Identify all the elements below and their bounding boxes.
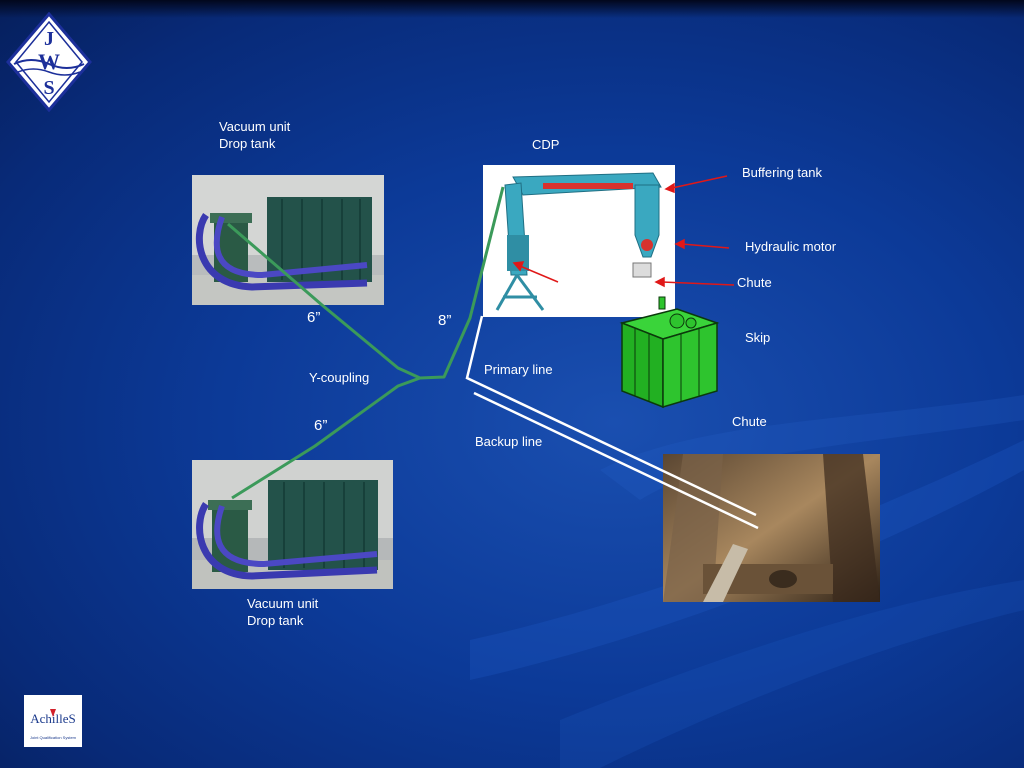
label-vacuum-unit-top: Vacuum unit Drop tank [219, 119, 291, 151]
backup-line-pipe [473, 391, 759, 530]
jws-logo: J W S [6, 11, 92, 113]
top-shadow-bar [0, 0, 1024, 18]
cdp-crane-image [483, 165, 675, 317]
label-hose-size-6-top: 6” [307, 309, 321, 326]
label-vacuum-unit-bottom: Vacuum unit Drop tank [247, 596, 319, 628]
primary-line-pipe [465, 315, 757, 517]
label-cdp: CDP [532, 137, 560, 152]
label-hose-size-8: 8” [438, 312, 452, 329]
jws-diamond-logo-icon: J W S [6, 11, 92, 113]
photo-cdp-unit [483, 165, 675, 317]
skip-image [617, 295, 722, 412]
arrow-head-icon [654, 276, 665, 288]
arrow-buffering-tank [671, 175, 728, 189]
vacuum-unit-image [192, 175, 384, 305]
arrow-head-icon [664, 182, 675, 194]
achilles-badge: AchilleS Joint Qualification System [24, 695, 82, 747]
logo-letter-w: W [38, 49, 60, 74]
vacuum-unit-image [192, 460, 393, 589]
logo-letter-s: S [43, 77, 54, 99]
label-y-coupling: Y-coupling [309, 370, 370, 385]
arrow-head-icon [674, 238, 685, 250]
hose-6in-bottom-to-coupling [231, 376, 421, 500]
label-buffering-tank: Buffering tank [742, 165, 822, 180]
hose-6in-top-to-cdp [227, 186, 505, 380]
arrow-hydraulic-motor [681, 243, 730, 249]
logo-letter-j: J [44, 28, 54, 50]
achilles-text: AchilleS [30, 711, 76, 726]
skip-box-icon [619, 296, 720, 409]
arrow-chute [661, 281, 735, 286]
label-chute-top: Chute [737, 275, 772, 290]
photo-vacuum-unit-bottom [192, 460, 393, 589]
label-skip: Skip [745, 330, 771, 345]
photo-vacuum-unit-top [192, 175, 384, 305]
label-hydraulic-motor: Hydraulic motor [745, 239, 837, 254]
achilles-badge-icon: AchilleS Joint Qualification System [30, 709, 77, 740]
label-hose-size-6-bottom: 6” [314, 417, 328, 434]
label-chute-bottom: Chute [732, 414, 767, 429]
arrow-head-icon [512, 261, 525, 272]
label-primary-line: Primary line [484, 362, 553, 377]
achilles-subtext: Joint Qualification System [30, 735, 77, 740]
label-backup-line: Backup line [475, 434, 543, 449]
arrow-cdp-inlet [519, 265, 559, 283]
